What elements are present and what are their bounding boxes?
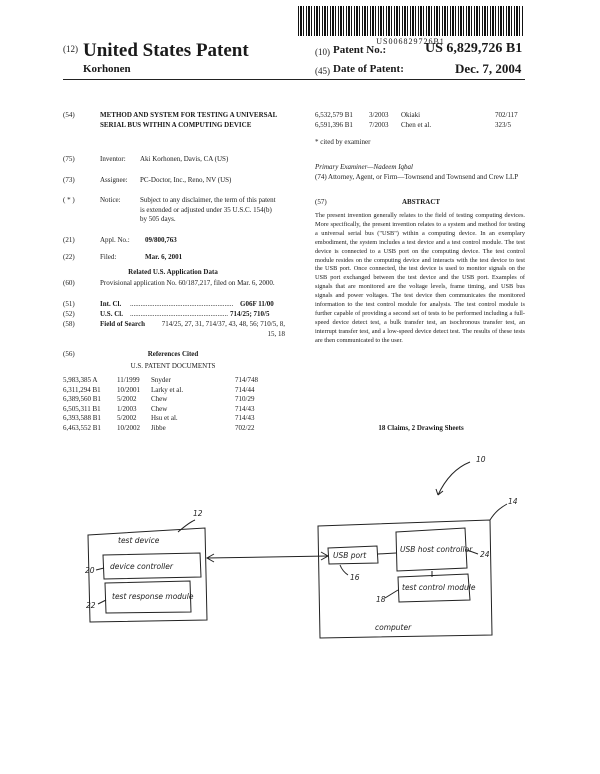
label-16: 16 [350, 573, 360, 582]
attorney-agent: (74) Attorney, Agent, or Firm—Townsend a… [315, 173, 519, 181]
usb-host-controller-box [395, 527, 468, 572]
filed-value: Mar. 6, 2001 [145, 253, 183, 261]
notice-text: Subject to any disclaimer, the term of t… [140, 196, 276, 223]
dot-leader: ........................................… [130, 300, 234, 308]
claims-sheets: 18 Claims, 2 Drawing Sheets [378, 424, 464, 432]
code-12: (12) [63, 44, 78, 54]
inventor-short: Korhonen [83, 63, 131, 75]
leader-14 [489, 503, 508, 521]
patent-drawing: 10 12 14 16 18 20 22 24 test device devi… [85, 455, 518, 639]
computer-box [317, 519, 493, 639]
leader-10 [437, 461, 471, 496]
code-21: (21) [63, 236, 75, 244]
label-computer: computer [375, 623, 412, 632]
us-cl-label: U.S. Cl. [100, 310, 123, 318]
label-12: 12 [193, 509, 203, 518]
field-of-search-label: Field of Search [100, 320, 145, 328]
usb-port-box [327, 545, 379, 565]
dot-leader: ........................................… [130, 310, 228, 318]
code-57: (57) [315, 198, 327, 206]
usb-host-link [377, 552, 397, 555]
invention-title: METHOD AND SYSTEM FOR TESTING A UNIVERSA… [100, 111, 277, 129]
references-heading: References Cited [147, 350, 199, 358]
notice-label: Notice: [100, 196, 121, 204]
leader-24 [466, 549, 479, 555]
patent-date: Dec. 7, 2004 [455, 61, 522, 76]
label-20: 20 [85, 566, 95, 575]
arrowhead-left [205, 553, 215, 563]
leader-16 [339, 564, 349, 576]
abstract-heading: ABSTRACT [401, 198, 441, 206]
label-test-control-module: test control module [402, 583, 476, 592]
us-patent-documents: U.S. PATENT DOCUMENTS [130, 362, 216, 370]
cited-by-examiner: * cited by examiner [315, 138, 371, 146]
label-test-response-module: test response module [112, 592, 194, 601]
provisional-text: Provisional application No. 60/187,217, … [100, 279, 275, 287]
patent-number: US 6,829,726 B1 [425, 41, 523, 56]
code-22: (22) [63, 253, 75, 261]
date-label: Date of Patent: [333, 63, 404, 75]
assignee-value: PC-Doctor, Inc., Reno, NV (US) [140, 176, 232, 184]
label-24: 24 [480, 550, 490, 559]
test-response-module-box [104, 580, 192, 614]
code-56: (56) [63, 350, 75, 358]
label-18: 18 [376, 595, 386, 604]
int-cl-label: Int. Cl. [100, 300, 122, 308]
leader-12 [177, 519, 196, 533]
notice-code: ( * ) [63, 196, 75, 204]
inventor-label: Inventor: [100, 155, 126, 163]
int-cl-value: G06F 11/00 [240, 300, 274, 308]
label-14: 14 [508, 497, 518, 506]
code-52: (52) [63, 310, 75, 318]
label-usb-host-controller: USB host controller [400, 545, 473, 554]
patent-no-label: Patent No.: [333, 44, 387, 56]
appl-no-value: 09/800,763 [145, 236, 177, 244]
label-device-controller: device controller [110, 562, 174, 571]
inventor-value: Aki Korhonen, Davis, CA (US) [140, 155, 229, 163]
patent-title: United States Patent [83, 40, 249, 61]
leader-18 [384, 589, 399, 599]
barcode-number: US006829726B1 [376, 37, 445, 46]
field-of-search-value: 714/25, 27, 31, 714/37, 43, 48, 56; 710/… [161, 320, 285, 338]
test-control-module-box [397, 573, 471, 603]
code-51: (51) [63, 300, 75, 308]
label-test-device: test device [118, 536, 160, 545]
label-usb-port: USB port [333, 551, 367, 560]
code-60: (60) [63, 279, 75, 287]
code-54: (54) [63, 111, 75, 119]
code-73: (73) [63, 176, 75, 184]
assignee-label: Assignee: [100, 176, 128, 184]
label-22: 22 [86, 601, 96, 610]
test-device-box [87, 527, 208, 623]
code-45: (45) [315, 66, 330, 76]
header-rule [63, 79, 525, 80]
filed-label: Filed: [100, 253, 117, 261]
barcode [298, 6, 523, 36]
abstract-text: The present invention generally relates … [315, 212, 525, 344]
code-10: (10) [315, 47, 330, 57]
code-75: (75) [63, 155, 75, 163]
arrowhead-right [320, 551, 330, 561]
primary-examiner: Primary Examiner—Nadeem Iqbal [315, 163, 413, 171]
arrowhead-10 [435, 488, 444, 496]
device-controller-box [102, 552, 202, 580]
leader-20 [95, 567, 105, 571]
connection-line [206, 555, 329, 559]
label-10: 10 [476, 455, 486, 464]
appl-no-label: Appl. No.: [100, 236, 130, 244]
leader-22 [97, 599, 107, 605]
related-data-heading: Related U.S. Application Data [128, 268, 218, 276]
us-cl-value: 714/25; 710/5 [230, 310, 270, 318]
code-58: (58) [63, 320, 75, 328]
